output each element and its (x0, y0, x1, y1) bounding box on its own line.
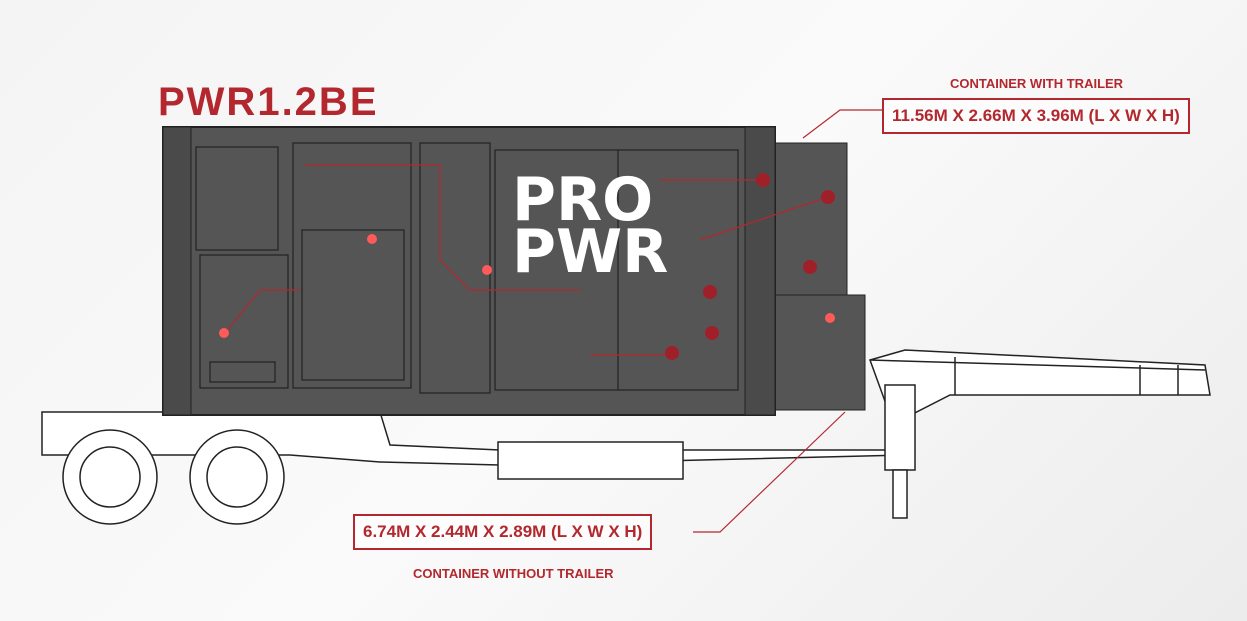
container-body (162, 126, 866, 416)
indicator-lights (219, 173, 835, 360)
without-trailer-caption: CONTAINER WITHOUT TRAILER (413, 566, 614, 581)
wheels (62, 429, 285, 525)
callout-lines (224, 109, 882, 533)
without-trailer-dimensions: 6.74M X 2.44M X 2.89M (L X W X H) (353, 514, 653, 550)
logo-line2: PWR (512, 217, 668, 287)
logo-line1: PRO (512, 165, 653, 235)
trailer-chassis (41, 349, 1211, 519)
model-title: PWR1.2BE (158, 80, 379, 124)
with-trailer-dimensions: 11.56M X 2.66M X 3.96M (L X W X H) (882, 98, 1190, 134)
with-trailer-caption: CONTAINER WITH TRAILER (950, 76, 1124, 91)
